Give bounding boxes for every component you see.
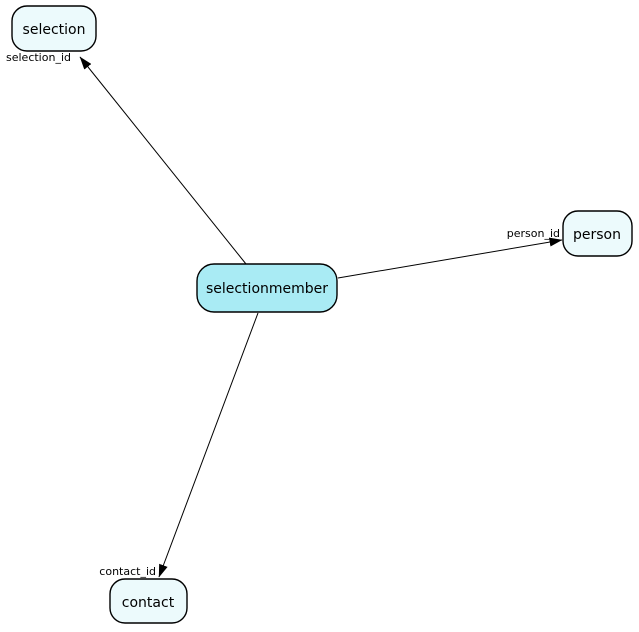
edge-line-selection bbox=[79, 56, 247, 265]
node-selectionmember-shape[interactable] bbox=[196, 263, 338, 313]
edge-label-selection-id: selection_id bbox=[6, 51, 71, 64]
node-person[interactable]: person bbox=[562, 210, 633, 257]
node-selection-label: selection bbox=[23, 22, 86, 38]
node-contact[interactable]: contact bbox=[109, 578, 188, 624]
edge-selectionmember-selection: selection_id bbox=[6, 51, 247, 265]
node-contact-shape[interactable] bbox=[109, 578, 188, 624]
node-selectionmember[interactable]: selectionmember bbox=[196, 263, 338, 313]
edge-label-person-id: person_id bbox=[507, 227, 560, 240]
node-contact-label: contact bbox=[122, 595, 175, 611]
node-selection[interactable]: selection bbox=[11, 5, 97, 52]
edge-line-person bbox=[337, 237, 563, 279]
node-selection-shape[interactable] bbox=[11, 5, 97, 52]
edge-line-contact bbox=[158, 312, 259, 578]
edge-label-contact-id: contact_id bbox=[99, 565, 156, 578]
edge-selectionmember-person: person_id bbox=[337, 227, 563, 279]
node-person-shape[interactable] bbox=[562, 210, 633, 257]
edge-selectionmember-contact: contact_id bbox=[99, 312, 259, 578]
node-selectionmember-label: selectionmember bbox=[206, 281, 328, 297]
node-person-label: person bbox=[573, 227, 621, 243]
